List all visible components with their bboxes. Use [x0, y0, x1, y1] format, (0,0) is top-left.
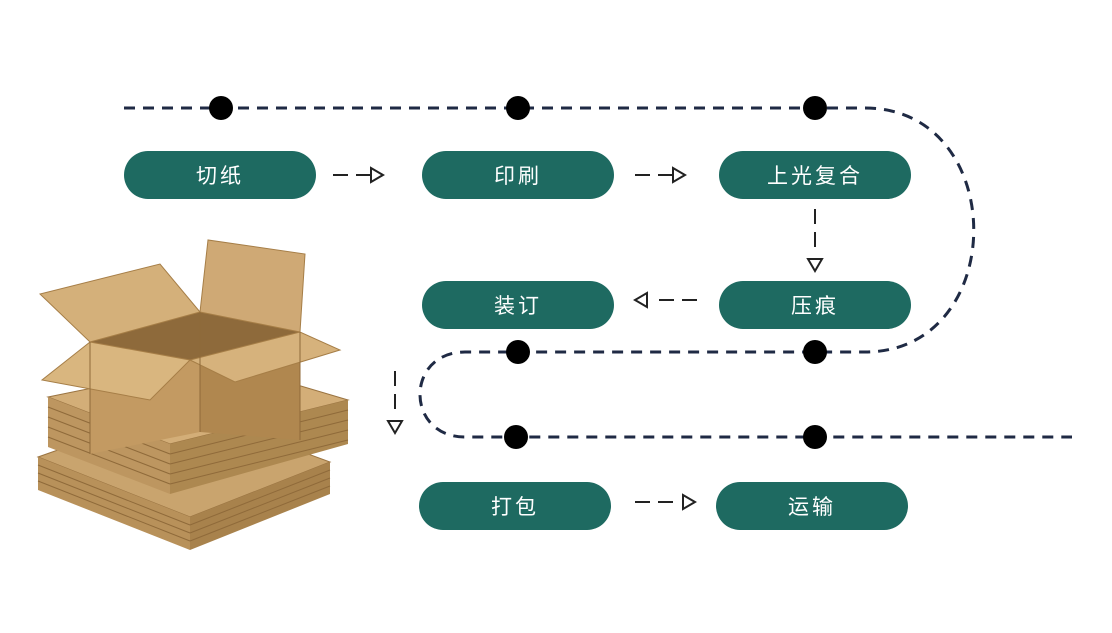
step-cut: 切纸 — [124, 151, 316, 199]
step-ship: 运输 — [716, 482, 908, 530]
arrow-crease-to-bind — [633, 291, 697, 309]
step-crease: 压痕 — [719, 281, 911, 329]
step-label: 压痕 — [791, 294, 839, 318]
cardboard-boxes-icon — [36, 239, 350, 550]
arrow-cut-to-print — [333, 166, 385, 184]
step-label: 打包 — [491, 495, 539, 519]
step-gloss-laminate: 上光复合 — [719, 151, 911, 199]
step-pack: 打包 — [419, 482, 611, 530]
step-label: 印刷 — [494, 164, 542, 188]
path-node-dot — [803, 340, 827, 364]
arrow-print-to-gloss — [635, 166, 687, 184]
path-node-dot — [803, 96, 827, 120]
arrow-bind-to-pack — [386, 371, 404, 435]
path-node-dot — [504, 425, 528, 449]
step-bind: 装订 — [422, 281, 614, 329]
path-node-dot — [506, 340, 530, 364]
step-label: 上光复合 — [767, 164, 863, 188]
path-node-dot — [506, 96, 530, 120]
step-print: 印刷 — [422, 151, 614, 199]
arrow-pack-to-ship — [635, 493, 697, 511]
arrow-gloss-to-crease — [806, 209, 824, 273]
path-node-dot — [803, 425, 827, 449]
step-label: 运输 — [788, 495, 836, 519]
step-label: 装订 — [494, 294, 542, 318]
path-node-dot — [209, 96, 233, 120]
step-label: 切纸 — [196, 164, 244, 188]
